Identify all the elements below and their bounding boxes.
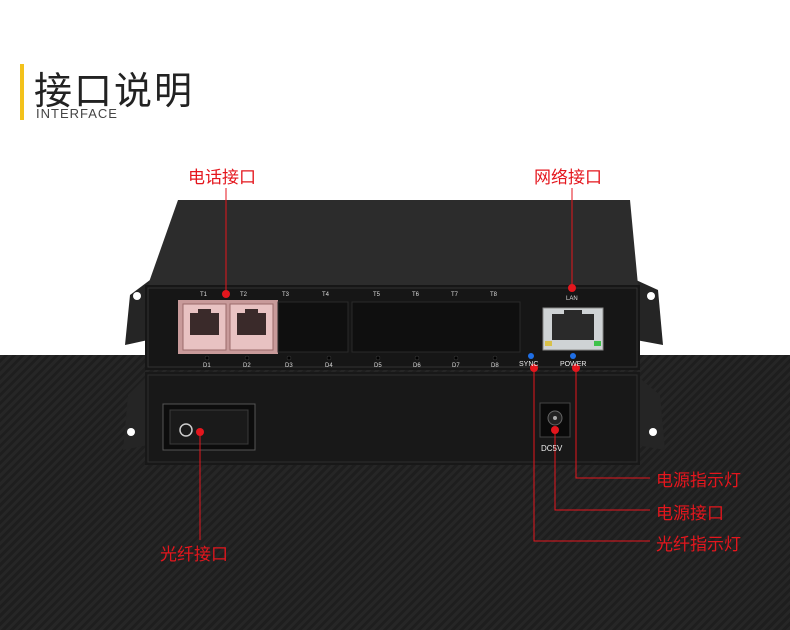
port-label-t6: T6 — [412, 292, 420, 298]
callout-fiber-interface: 光纤接口 — [160, 545, 228, 565]
power-led-label: POWER — [560, 361, 587, 368]
port-label-d1: D1 — [203, 363, 211, 369]
port-label-d2: D2 — [243, 363, 251, 369]
lan-led-icon — [545, 341, 552, 346]
dc-label: DC5V — [541, 444, 563, 453]
page-subtitle: INTERFACE — [36, 106, 118, 121]
callout-phone-interface: 电话接口 — [188, 168, 256, 188]
callout-power-interface: 电源接口 — [656, 504, 724, 524]
port-label-t3: T3 — [282, 292, 290, 298]
port-label-t8: T8 — [490, 292, 498, 298]
port-label-t1: T1 — [200, 292, 208, 298]
upper-unit-flanges — [125, 280, 663, 345]
callout-network-interface: 网络接口 — [534, 168, 602, 188]
lan-led-icon — [594, 341, 601, 346]
port-label-d8: D8 — [491, 363, 499, 369]
callout-fiber-indicator: 光纤指示灯 — [656, 535, 741, 555]
callout-power-indicator: 电源指示灯 — [656, 471, 741, 491]
screw-hole-icon — [127, 428, 135, 436]
port-label-t2: T2 — [240, 292, 248, 298]
callout-lines — [199, 188, 650, 542]
screw-hole-icon — [649, 428, 657, 436]
phone-port-blank — [351, 301, 521, 353]
port-label-d5: D5 — [374, 363, 382, 369]
port-label-t7: T7 — [451, 292, 459, 298]
phone-port-blank — [277, 301, 349, 353]
sync-led-icon — [528, 353, 534, 359]
port-label-d3: D3 — [285, 363, 293, 369]
sync-label: SYNC — [519, 361, 539, 368]
screw-hole-icon — [647, 292, 655, 300]
port-label-d4: D4 — [325, 363, 333, 369]
fiber-port — [162, 403, 256, 451]
port-label-t4: T4 — [322, 292, 330, 298]
lan-port — [542, 307, 604, 351]
port-label-t5: T5 — [373, 292, 381, 298]
lower-unit-flanges — [123, 375, 665, 450]
port-label-d6: D6 — [413, 363, 421, 369]
fiber-connector-icon — [179, 423, 193, 437]
port-label-d7: D7 — [452, 363, 460, 369]
phone-port-panel — [178, 300, 521, 354]
phone-led-row — [204, 355, 498, 361]
title-accent-bar — [20, 64, 24, 120]
screw-hole-icon — [133, 292, 141, 300]
page-title: 接口说明 — [34, 69, 195, 113]
upper-unit-top — [148, 200, 638, 285]
lan-label: LAN — [566, 296, 578, 302]
power-led-top-icon — [570, 353, 576, 359]
